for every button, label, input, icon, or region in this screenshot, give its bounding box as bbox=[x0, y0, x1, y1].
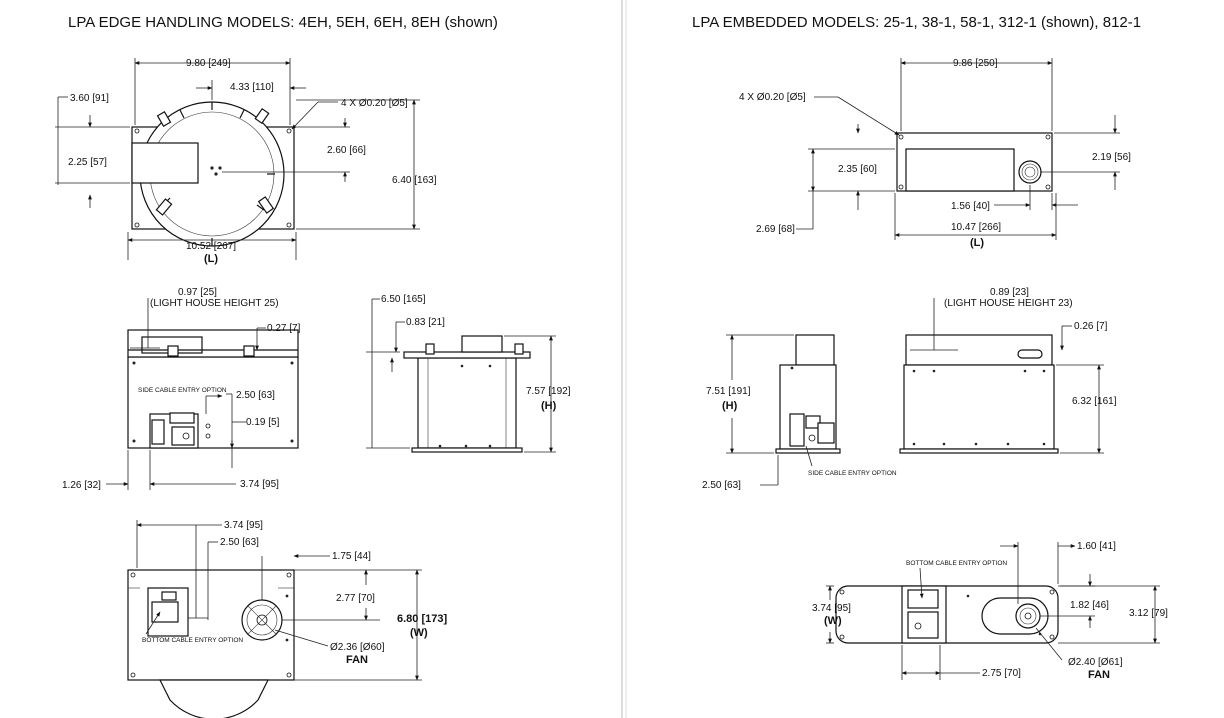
dim-rf-total: 7.51 [191] bbox=[706, 386, 751, 397]
dim-ls-height: 7.57 [192] bbox=[526, 386, 571, 397]
dim-l-width: 9.80 [249] bbox=[186, 58, 231, 69]
dim-rt-b: 2.19 [56] bbox=[1092, 152, 1131, 163]
dim-l-length-tag: (L) bbox=[204, 253, 218, 265]
dim-lb-a: 3.74 [95] bbox=[224, 520, 263, 531]
dim-lf-conn-w: 3.74 [95] bbox=[240, 479, 279, 490]
rb-cable-note: BOTTOM CABLE ENTRY OPTION bbox=[906, 560, 1007, 567]
dim-ls-depth: 6.50 [165] bbox=[381, 294, 426, 305]
dim-lb-d: 2.77 [70] bbox=[336, 593, 375, 604]
dim-rt-holes: 4 X Ø0.20 [Ø5] bbox=[739, 92, 806, 103]
dim-lb-width: 6.80 [173] bbox=[397, 613, 447, 625]
dim-rf-conn: 2.50 [63] bbox=[702, 480, 741, 491]
dim-l-left-a: 3.60 [91] bbox=[70, 93, 109, 104]
dim-lb-fan-label: FAN bbox=[346, 654, 368, 666]
dim-lf-conn-h: 2.50 [63] bbox=[236, 390, 275, 401]
dim-rb-a: 1.60 [41] bbox=[1077, 541, 1116, 552]
dim-rb-b: 1.82 [46] bbox=[1070, 600, 1109, 611]
dim-lf-lh-note: (LIGHT HOUSE HEIGHT 25) bbox=[150, 298, 279, 309]
dim-rb-w: 3.74 [95] bbox=[812, 603, 851, 614]
left-side-dims: 6.50 [165] 0.83 [21] 7.57 [192] (H) bbox=[366, 294, 571, 453]
left-side-view bbox=[403, 335, 531, 453]
left-front-view bbox=[127, 329, 299, 449]
left-title: LPA EDGE HANDLING MODELS: 4EH, 5EH, 6EH,… bbox=[68, 14, 498, 31]
dim-rt-c: 1.56 [40] bbox=[951, 201, 990, 212]
rf-cable-note: SIDE CABLE ENTRY OPTION bbox=[808, 470, 897, 477]
dim-ls-height-tag: (H) bbox=[541, 400, 557, 412]
left-top-dims: 9.80 [249] 4.33 [110] 3.60 [91] 2.25 [57… bbox=[55, 58, 437, 265]
dim-lb-b: 2.50 [63] bbox=[220, 537, 259, 548]
dim-rb-w-tag: (W) bbox=[824, 615, 842, 627]
dim-rf-body: 6.32 [161] bbox=[1072, 396, 1117, 407]
dim-lb-width-tag: (W) bbox=[410, 627, 428, 639]
dim-rf-total-tag: (H) bbox=[722, 400, 738, 412]
left-front-dims: 0.97 [25] (LIGHT HOUSE HEIGHT 25) 0.27 [… bbox=[62, 287, 301, 491]
dim-rf-top: 0.26 [7] bbox=[1074, 321, 1108, 332]
dim-l-height: 6.40 [163] bbox=[392, 175, 437, 186]
dim-l-center: 2.60 [66] bbox=[327, 145, 366, 156]
dim-lb-c: 1.75 [44] bbox=[332, 551, 371, 562]
left-bottom-dims: 3.74 [95] 2.50 [63] 1.75 [44] 2.77 [70] … bbox=[136, 520, 447, 681]
dim-rf-lh: 0.89 [23] bbox=[990, 287, 1029, 298]
dim-ls-topgap: 0.83 [21] bbox=[406, 317, 445, 328]
dim-l-left-b: 2.25 [57] bbox=[68, 157, 107, 168]
right-bottom-dims: BOTTOM CABLE ENTRY OPTION 1.60 [41] 3.74… bbox=[812, 541, 1168, 681]
dim-rb-c: 3.12 [79] bbox=[1129, 608, 1168, 619]
dim-rb-d: 2.75 [70] bbox=[982, 668, 1021, 679]
dim-rt-d: 2.69 [68] bbox=[756, 224, 795, 235]
right-front-view bbox=[899, 334, 1059, 454]
right-side-view bbox=[775, 334, 841, 454]
dim-rt-a: 2.35 [60] bbox=[838, 164, 877, 175]
dim-rt-length: 10.47 [266] bbox=[951, 222, 1001, 233]
lf-cable-note: SIDE CABLE ENTRY OPTION bbox=[138, 387, 227, 394]
dim-rf-lh-note: (LIGHT HOUSE HEIGHT 23) bbox=[944, 298, 1073, 309]
dim-l-holes: 4 X Ø0.20 [Ø5] bbox=[341, 98, 408, 109]
dim-l-offset: 4.33 [110] bbox=[230, 82, 274, 93]
dim-lf-top: 0.27 [7] bbox=[267, 323, 301, 334]
dim-l-length: 10.52 [267] bbox=[186, 241, 236, 252]
right-front-dims: 0.89 [23] (LIGHT HOUSE HEIGHT 23) 0.26 [… bbox=[702, 287, 1117, 491]
left-bottom-view bbox=[127, 569, 295, 718]
right-top-view bbox=[896, 132, 1053, 192]
dim-lf-left: 1.26 [32] bbox=[62, 480, 101, 491]
left-top-view bbox=[131, 101, 295, 247]
right-title: LPA EMBEDDED MODELS: 25-1, 38-1, 58-1, 3… bbox=[692, 14, 1141, 31]
lb-cable-note: BOTTOM CABLE ENTRY OPTION bbox=[142, 637, 243, 644]
dim-rt-width: 9.86 [250] bbox=[953, 58, 998, 69]
right-bottom-view bbox=[835, 585, 1059, 644]
dim-lf-lh: 0.97 [25] bbox=[178, 287, 217, 298]
dim-rb-fan-label: FAN bbox=[1088, 669, 1110, 681]
dim-rt-length-tag: (L) bbox=[970, 237, 984, 249]
dim-lb-fan: Ø2.36 [Ø60] bbox=[330, 642, 385, 653]
dim-rb-fan: Ø2.40 [Ø61] bbox=[1068, 657, 1123, 668]
dim-lf-conn-gap: 0.19 [5] bbox=[246, 417, 280, 428]
right-top-dims: 9.86 [250] 4 X Ø0.20 [Ø5] 2.35 [60] 2.69… bbox=[739, 58, 1131, 249]
